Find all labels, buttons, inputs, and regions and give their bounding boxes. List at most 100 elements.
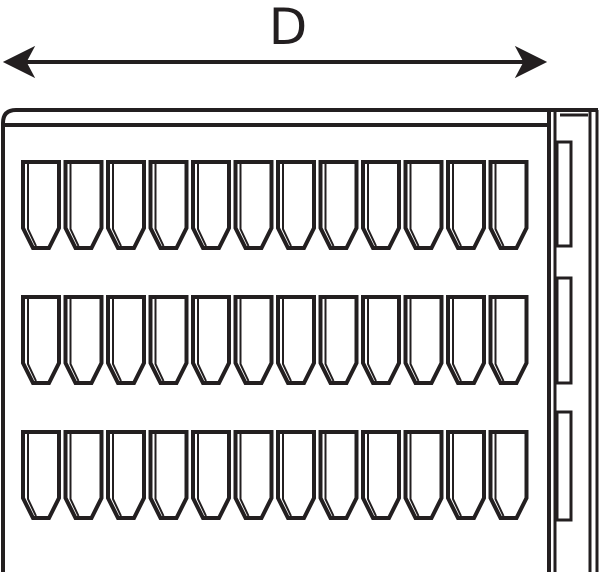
slot-outline xyxy=(318,430,359,520)
slot xyxy=(361,430,401,520)
tray-body xyxy=(1,108,599,572)
slot-outline xyxy=(276,430,316,520)
slot-inner-edge xyxy=(452,434,462,517)
slot-inner-edge xyxy=(112,434,122,517)
slot xyxy=(63,160,104,250)
slot xyxy=(191,160,231,250)
slot-outline xyxy=(276,295,316,385)
slot-inner-edge xyxy=(324,164,335,247)
slot-outline xyxy=(21,160,61,250)
slot-inner-edge xyxy=(494,434,505,517)
slot-inner-edge xyxy=(154,299,165,382)
slot-inner-edge xyxy=(112,299,122,382)
slot-inner-edge xyxy=(367,434,377,517)
slot-outline xyxy=(403,430,444,520)
arrowhead-right xyxy=(514,45,548,79)
slot xyxy=(403,160,444,250)
slot xyxy=(148,160,189,250)
slot-outline xyxy=(233,295,274,385)
slot xyxy=(361,295,401,385)
slot-inner-edge xyxy=(27,299,37,382)
slot xyxy=(106,295,146,385)
slot-inner-edge xyxy=(197,434,207,517)
slot-inner-edge xyxy=(282,434,292,517)
slot-outline xyxy=(106,295,146,385)
slot-outline xyxy=(361,430,401,520)
slot xyxy=(276,295,316,385)
slot-inner-edge xyxy=(452,164,462,247)
slot-outline xyxy=(276,160,316,250)
slot-inner-edge xyxy=(452,299,462,382)
slot xyxy=(63,430,104,520)
slot xyxy=(106,160,146,250)
slot-inner-edge xyxy=(69,164,80,247)
slot-outline xyxy=(446,295,486,385)
side-tab xyxy=(555,140,573,248)
slot-outline xyxy=(191,430,231,520)
slot-inner-edge xyxy=(409,434,420,517)
slot-outline xyxy=(148,295,189,385)
dimension-arrow xyxy=(2,45,548,79)
slot-inner-edge xyxy=(367,164,377,247)
slot-inner-edge xyxy=(239,434,250,517)
slot-outline xyxy=(63,430,104,520)
slot-outline xyxy=(361,295,401,385)
slot-outline xyxy=(191,295,231,385)
dimension-label: D xyxy=(268,0,308,56)
slot-inner-edge xyxy=(27,434,37,517)
slot-inner-edge xyxy=(367,299,377,382)
slot-outline xyxy=(446,160,486,250)
slot xyxy=(106,430,146,520)
slot-outline xyxy=(488,295,529,385)
slot xyxy=(191,295,231,385)
slot xyxy=(233,295,274,385)
slot-inner-edge xyxy=(282,299,292,382)
slot-inner-edge xyxy=(494,164,505,247)
side-tab xyxy=(555,410,573,522)
slot xyxy=(276,160,316,250)
slot xyxy=(276,430,316,520)
slot-outline xyxy=(63,160,104,250)
slot xyxy=(488,430,529,520)
slot xyxy=(446,160,486,250)
slot-outline xyxy=(403,295,444,385)
slot-inner-edge xyxy=(409,299,420,382)
slot-outline xyxy=(106,160,146,250)
slot xyxy=(148,430,189,520)
slot-inner-edge xyxy=(324,434,335,517)
slot-inner-edge xyxy=(282,164,292,247)
slot-inner-edge xyxy=(239,164,250,247)
slot-inner-edge xyxy=(154,434,165,517)
side-tabs xyxy=(555,140,573,522)
slot-outline xyxy=(21,295,61,385)
slot xyxy=(403,430,444,520)
slot-outline xyxy=(191,160,231,250)
slot-outline xyxy=(106,430,146,520)
slot-outline xyxy=(318,295,359,385)
slot xyxy=(148,295,189,385)
slot-inner-edge xyxy=(69,434,80,517)
slot-outline xyxy=(446,430,486,520)
slot-inner-edge xyxy=(27,164,37,247)
slot xyxy=(446,295,486,385)
slot-outline xyxy=(488,160,529,250)
slot-outline xyxy=(148,160,189,250)
side-tab xyxy=(555,276,573,385)
slot-inner-edge xyxy=(154,164,165,247)
slot-inner-edge xyxy=(494,299,505,382)
slot-outline xyxy=(233,160,274,250)
slot xyxy=(233,430,274,520)
arrowhead-left xyxy=(2,45,36,79)
slot xyxy=(488,295,529,385)
slot xyxy=(21,430,61,520)
slot xyxy=(191,430,231,520)
slot-outline xyxy=(148,430,189,520)
slot-inner-edge xyxy=(239,299,250,382)
slot-inner-edge xyxy=(197,164,207,247)
slot-inner-edge xyxy=(112,164,122,247)
slot-inner-edge xyxy=(197,299,207,382)
tray-outline xyxy=(1,108,598,572)
slot-inner-edge xyxy=(324,299,335,382)
slot xyxy=(488,160,529,250)
slot xyxy=(318,160,359,250)
